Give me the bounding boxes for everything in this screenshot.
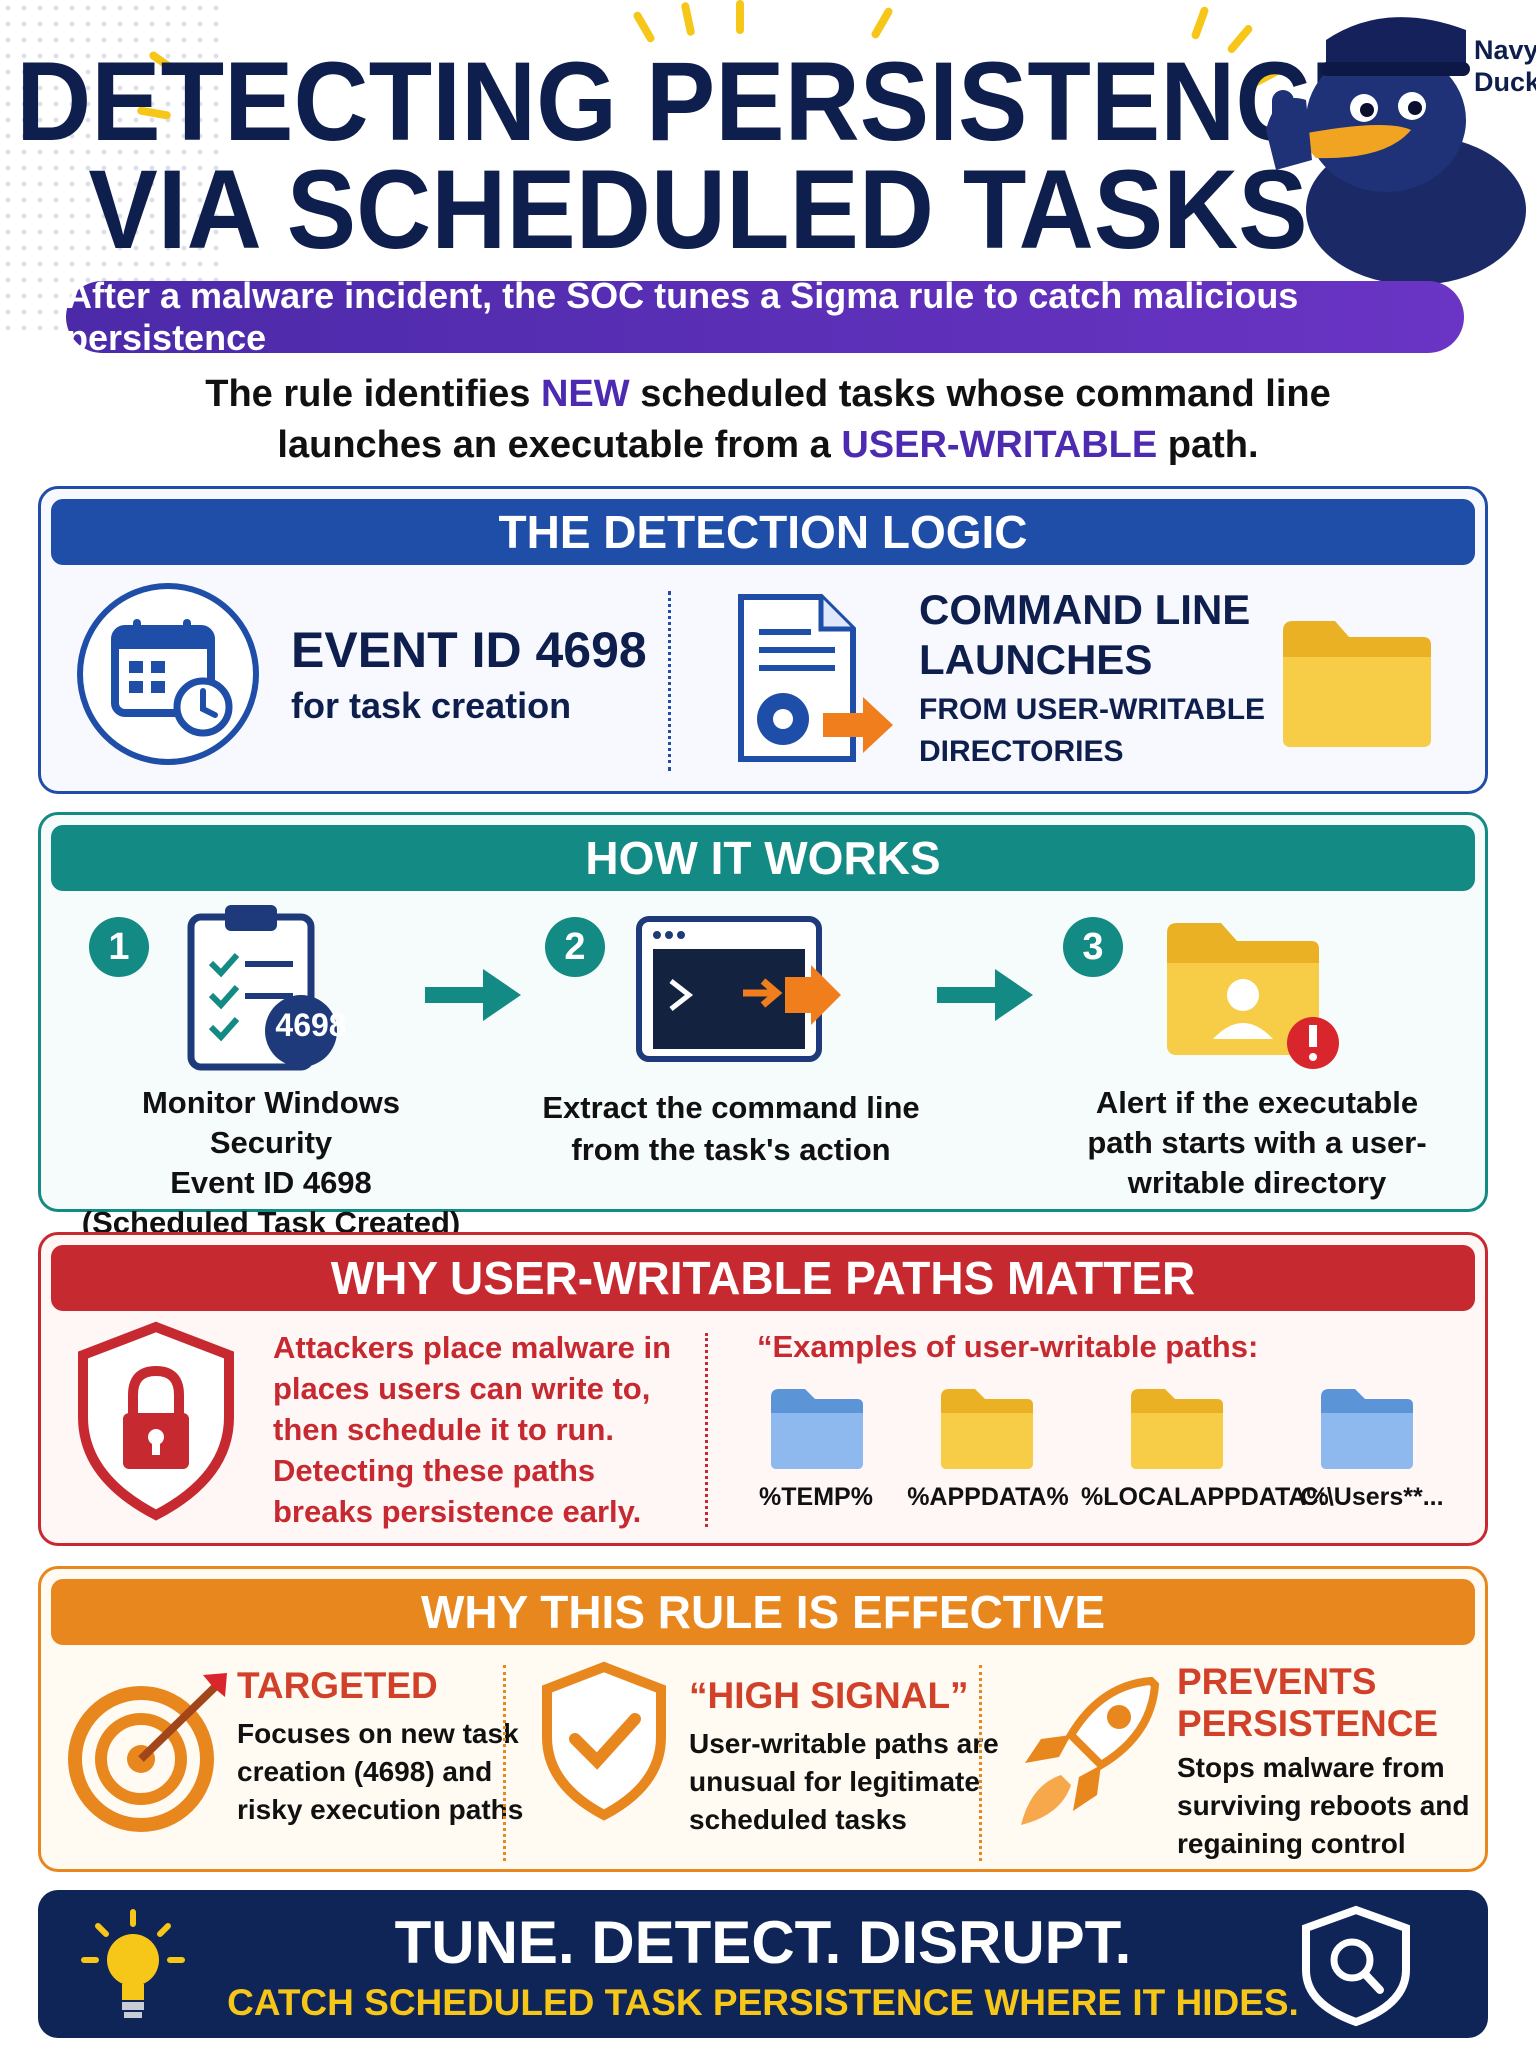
dot-pattern xyxy=(0,0,230,330)
how-it-works-section: HOW IT WORKS 1 4698 Monitor Windows Secu… xyxy=(38,812,1488,1240)
event-badge: 4698 xyxy=(275,1007,347,1043)
clipboard-checklist-icon xyxy=(187,905,337,1071)
path-label: %LOCALAPPDATA% xyxy=(1081,1483,1329,1511)
shield-check-icon xyxy=(542,1661,666,1821)
folder-icon xyxy=(1131,1389,1223,1469)
divider xyxy=(503,1665,506,1861)
event-id-title: EVENT ID 4698 xyxy=(291,622,647,678)
effective-section: WHY THIS RULE IS EFFECTIVE TARGETED Focu… xyxy=(38,1566,1488,1872)
detection-logic-section: THE DETECTION LOGIC EVENT ID 4698 for ta… xyxy=(38,486,1488,794)
footer-slogan: TUNE. DETECT. DISRUPT. xyxy=(394,1909,1132,1976)
section-heading: WHY USER-WRITABLE PATHS MATTER xyxy=(51,1245,1475,1311)
arrow-right-icon xyxy=(425,969,521,1021)
ray-decoration xyxy=(680,1,696,37)
calendar-clock-icon xyxy=(77,583,259,765)
arrow-right-icon xyxy=(937,969,1033,1021)
page-title-line2: VIA SCHEDULED TASKS xyxy=(88,147,1308,273)
folder-icon xyxy=(771,1389,863,1469)
step-number-3: 3 xyxy=(1063,917,1123,977)
section-heading: HOW IT WORKS xyxy=(51,825,1475,891)
shield-lock-icon xyxy=(78,1321,234,1521)
folder-icon xyxy=(941,1389,1033,1469)
folder-icon xyxy=(1321,1389,1413,1469)
target-icon xyxy=(68,1673,227,1832)
folder-user-alert-icon xyxy=(1167,923,1339,1069)
benefit-title: TARGETED xyxy=(237,1665,438,1706)
divider xyxy=(705,1333,708,1527)
path-label: C:\Users**... xyxy=(1300,1483,1444,1511)
event-id-desc: for task creation xyxy=(291,685,572,726)
terminal-icon xyxy=(636,916,841,1062)
document-gear-icon xyxy=(738,594,893,762)
brand-label: Navy Duck xyxy=(1474,35,1536,97)
divider xyxy=(668,591,671,771)
ray-decoration xyxy=(1190,5,1210,41)
examples-label: “Examples of user-writable paths: xyxy=(757,1329,1259,1364)
step-number-1: 1 xyxy=(89,917,149,977)
why-paths-section: WHY USER-WRITABLE PATHS MATTER Attackers… xyxy=(38,1232,1488,1546)
ray-decoration xyxy=(736,0,744,34)
footer-banner: TUNE. DETECT. DISRUPT. CATCH SCHEDULED T… xyxy=(38,1890,1488,2038)
ray-decoration xyxy=(870,6,894,40)
page-title-line1: DETECTING PERSISTENCE xyxy=(16,39,1380,165)
path-label: %APPDATA% xyxy=(907,1483,1069,1511)
section-heading: WHY THIS RULE IS EFFECTIVE xyxy=(51,1579,1475,1645)
section-heading: THE DETECTION LOGIC xyxy=(51,499,1475,565)
rocket-icon xyxy=(1021,1676,1160,1825)
intro-line1: The rule identifies NEW scheduled tasks … xyxy=(205,373,1331,415)
folder-icon xyxy=(1283,621,1431,747)
lightbulb-icon xyxy=(81,1909,185,2018)
shield-search-icon xyxy=(1302,1905,1410,2027)
path-label: %TEMP% xyxy=(759,1483,873,1511)
intro-line2: launches an executable from a USER-WRITA… xyxy=(277,424,1259,466)
footer-tagline: CATCH SCHEDULED TASK PERSISTENCE WHERE I… xyxy=(227,1982,1299,2023)
subtitle-banner: After a malware incident, the SOC tunes … xyxy=(66,275,1464,358)
duck-mascot-icon xyxy=(1266,17,1526,285)
benefit-title: “HIGH SIGNAL” xyxy=(689,1675,969,1716)
step-number-2: 2 xyxy=(545,917,605,977)
divider xyxy=(979,1665,982,1861)
